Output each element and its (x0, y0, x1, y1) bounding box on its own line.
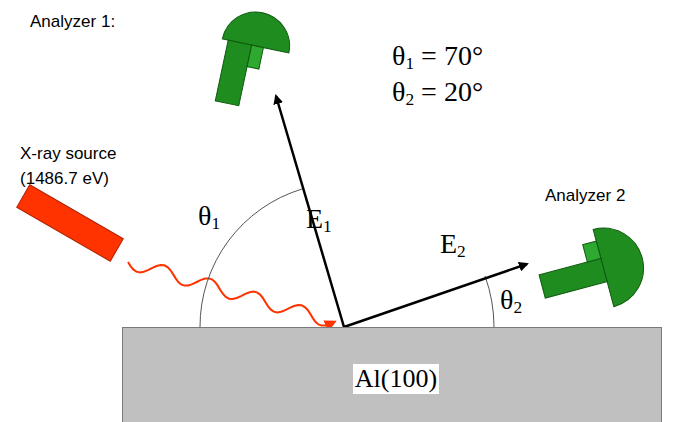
angle-value: θ2 = 20° (392, 76, 483, 110)
angle-arc (485, 276, 494, 327)
angle-symbol: θ1 (198, 200, 220, 234)
angle-symbol: θ2 (500, 284, 522, 318)
analyzer-1 (209, 6, 295, 114)
sample-label: Al(100) (353, 364, 439, 394)
energy-label: E1 (306, 203, 332, 237)
analyzer-label: Analyzer 2 (545, 186, 625, 206)
xray-source (17, 185, 124, 262)
energy-label: E2 (440, 228, 466, 262)
angle-arc (200, 189, 302, 327)
e1-vector (276, 96, 344, 327)
source-label: X-ray source (1486.7 eV) (20, 142, 150, 191)
analyzer-label: Analyzer 1: (30, 12, 115, 32)
angle-value: θ1 = 70° (392, 40, 483, 74)
xray-beam (128, 262, 334, 326)
sample-slab: Al(100) (122, 327, 662, 422)
e2-vector (344, 264, 527, 327)
analyzer-2 (531, 219, 652, 323)
